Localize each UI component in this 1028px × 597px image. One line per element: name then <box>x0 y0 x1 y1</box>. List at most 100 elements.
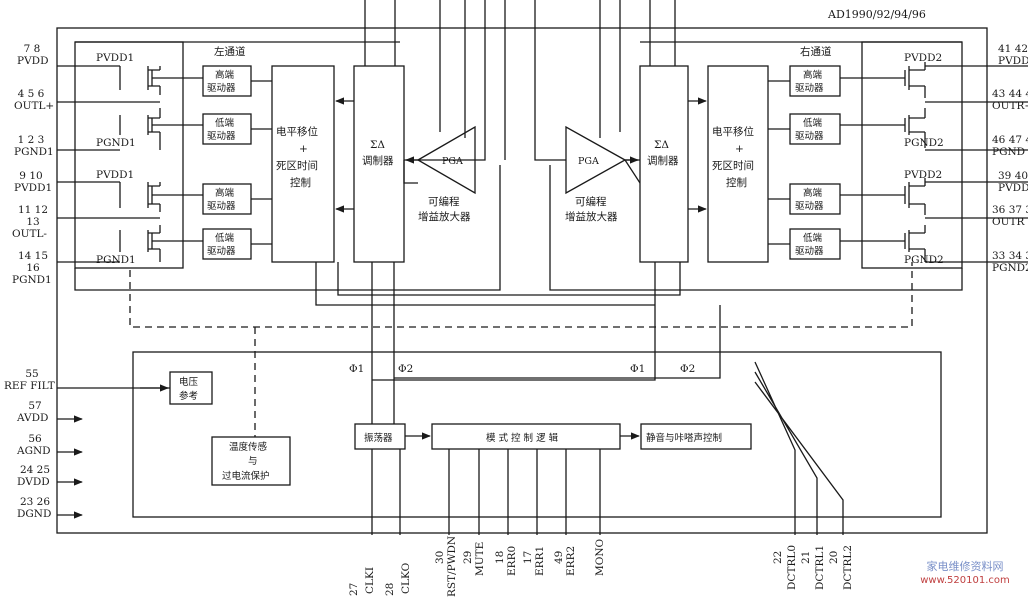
pin-outl-minus: 11 12 13 OUTL- <box>12 204 49 240</box>
top-input-wires <box>364 0 676 66</box>
right-pga: PGA <box>565 125 627 195</box>
watermark-line-1: 家电维修资料网 <box>926 560 1004 573</box>
svg-text:驱动器: 驱动器 <box>795 201 824 212</box>
right-pga-caption-2: 增益放大器 <box>565 210 618 223</box>
svg-text:低端: 低端 <box>803 232 823 244</box>
right-level-shift: 电平移位 + 死区时间 控制 <box>707 65 769 263</box>
svg-text:驱动器: 驱动器 <box>207 201 236 212</box>
svg-text:控制: 控制 <box>290 176 311 189</box>
svg-text:PGA: PGA <box>578 156 599 167</box>
right-low-driver-1: 低端 驱动器 <box>789 113 841 145</box>
right-pvdd2-top: PVDD2 <box>904 52 942 64</box>
left-pin-lines <box>57 65 160 263</box>
right-pgnd2-top: PGND2 <box>904 137 944 149</box>
left-sigma-delta: ΣΔ 调制器 <box>353 65 405 263</box>
phi2-left: Φ2 <box>398 363 413 375</box>
svg-text:驱动器: 驱动器 <box>207 131 236 142</box>
svg-text:高端: 高端 <box>803 69 823 81</box>
pin-pgnd1-b: 14 15 16 PGND1 <box>12 250 52 286</box>
svg-text:驱动器: 驱动器 <box>795 131 824 142</box>
svg-text:低端: 低端 <box>215 117 235 129</box>
pin-outl-plus: 4 5 6 OUTL+ <box>14 88 55 112</box>
svg-text:高端: 高端 <box>215 69 235 81</box>
right-pin-lines <box>925 65 1028 263</box>
left-pga-caption-1: 可编程 <box>428 195 460 208</box>
right-fets <box>878 62 926 262</box>
svg-text:静音与咔嗒声控制: 静音与咔嗒声控制 <box>646 432 722 444</box>
left-low-driver-2: 低端 驱动器 <box>202 228 252 260</box>
watermark-line-2: www.520101.com <box>920 575 1010 586</box>
svg-text:过电流保护: 过电流保护 <box>222 470 270 482</box>
pin-r-pgnd2: 33 34 3 PGND2 <box>992 250 1028 274</box>
right-high-driver-2: 高端 驱动器 <box>789 183 841 215</box>
bottom-pin-wires <box>371 449 601 535</box>
left-pga-caption-2: 增益放大器 <box>418 210 471 223</box>
svg-text:温度传感: 温度传感 <box>229 441 268 453</box>
left-channel-frame <box>74 41 501 291</box>
svg-text:控制: 控制 <box>726 176 747 189</box>
left-power-stage <box>74 41 184 269</box>
svg-text:ΣΔ: ΣΔ <box>370 139 385 151</box>
right-channel-label: 右通道 <box>800 45 832 58</box>
svg-text:驱动器: 驱动器 <box>207 246 236 257</box>
pin-avdd: 57 AVDD <box>17 400 49 424</box>
mode-control-logic: 模 式 控 制 逻 辑 <box>431 423 621 450</box>
right-pgnd2-bottom: PGND2 <box>904 254 944 266</box>
right-high-driver-1: 高端 驱动器 <box>789 65 841 97</box>
pin-pvdd1: 9 10 PVDD1 <box>14 170 53 194</box>
pin-pgnd1-a: 1 2 3 PGND1 <box>14 134 54 158</box>
left-high-driver-2: 高端 驱动器 <box>202 183 252 215</box>
right-pga-caption-1: 可编程 <box>575 195 607 208</box>
right-pga-wires <box>534 0 641 184</box>
svg-text:驱动器: 驱动器 <box>795 83 824 94</box>
right-driver-links <box>768 77 878 245</box>
pin-r-outr: 36 37 3 OUTR <box>992 204 1028 228</box>
pin-pvdd: 7 8 PVDD <box>17 43 49 67</box>
pin-dvdd: 24 25 DVDD <box>17 464 51 488</box>
mute-pop-control: 静音与咔嗒声控制 <box>640 423 752 450</box>
svg-text:调制器: 调制器 <box>647 154 679 167</box>
left-fets <box>119 66 180 262</box>
svg-text:高端: 高端 <box>215 187 235 199</box>
pin-r-outr-plus: 43 44 4 OUTR+ <box>992 88 1028 112</box>
svg-text:电平移位: 电平移位 <box>276 125 318 138</box>
right-sigma-delta: ΣΔ 调制器 <box>639 65 689 263</box>
pin-r-pvdd: 41 42 PVDD <box>998 43 1028 67</box>
oscillator: 振荡器 <box>354 423 406 450</box>
svg-text:与: 与 <box>248 456 258 467</box>
left-channel-label: 左通道 <box>214 45 246 58</box>
left-low-driver-1: 低端 驱动器 <box>202 113 252 145</box>
svg-text:电压: 电压 <box>179 376 199 388</box>
pin-r-pvdd-b: 39 40 PVDD <box>998 170 1028 194</box>
svg-text:ΣΔ: ΣΔ <box>654 139 669 151</box>
svg-text:高端: 高端 <box>803 187 823 199</box>
chip-title: AD1990/92/94/96 <box>827 8 926 21</box>
svg-text:死区时间: 死区时间 <box>276 159 318 172</box>
left-pgnd1-top: PGND1 <box>96 137 136 149</box>
left-pvdd1-top: PVDD1 <box>96 52 134 64</box>
right-channel-frame <box>549 41 963 291</box>
pin-r-pgnd: 46 47 4 PGND <box>992 134 1028 158</box>
chip-outline <box>56 27 988 534</box>
dctrl-wires <box>754 361 844 535</box>
svg-text:参考: 参考 <box>179 390 198 402</box>
svg-text:驱动器: 驱动器 <box>795 246 824 257</box>
svg-text:+: + <box>735 143 744 155</box>
left-high-driver-1: 高端 驱动器 <box>202 65 252 97</box>
left-pga-wires <box>403 0 506 184</box>
svg-text:死区时间: 死区时间 <box>712 159 754 172</box>
right-pvdd2-bottom: PVDD2 <box>904 169 942 181</box>
phi1-left: Φ1 <box>349 363 364 375</box>
right-low-driver-2: 低端 驱动器 <box>789 228 841 260</box>
pin-agnd: 56 AGND <box>17 433 51 457</box>
right-pin-labels: 41 42 PVDD 43 44 4 OUTR+ 46 47 4 PGND 39… <box>992 0 1028 300</box>
temp-sense-dashed-loop <box>129 262 913 437</box>
left-driver-links <box>180 77 272 245</box>
svg-text:电平移位: 电平移位 <box>712 125 754 138</box>
clock-lines <box>315 262 721 424</box>
left-level-shift: 电平移位 + 死区时间 控制 <box>271 65 335 263</box>
temp-protect: 温度传感 与 过电流保护 <box>211 436 291 486</box>
svg-text:+: + <box>299 143 308 155</box>
voltage-reference: 电压 参考 <box>169 371 213 405</box>
